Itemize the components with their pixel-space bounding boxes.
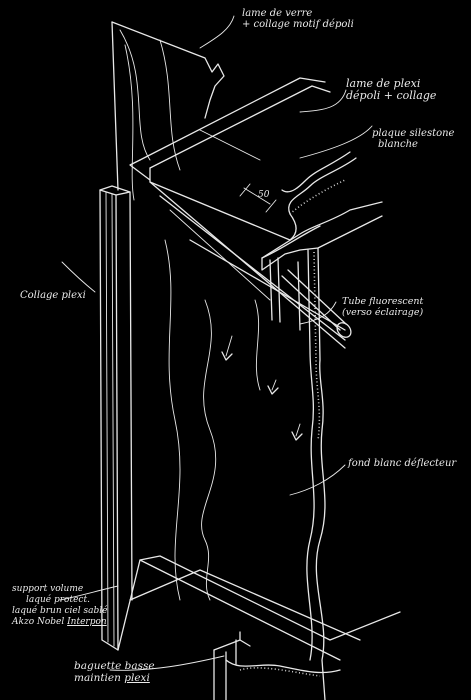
leader-lines — [59, 15, 373, 671]
label-tube-fluorescent: Tube fluorescent (verso éclairage) — [342, 296, 423, 318]
label-lame-de-plexi-line2: dépoli + collage — [346, 89, 437, 102]
label-support-volume-line3: laqué brun ciel sablé — [12, 606, 108, 616]
bottom-base — [117, 555, 401, 700]
label-tube-fluorescent-line2: (verso éclairage) — [342, 307, 424, 318]
label-lame-de-verre-line2: + collage motif dépoli — [242, 19, 354, 30]
label-maintien: maintien — [74, 672, 121, 684]
label-support-volume-line2: laqué protect. — [26, 595, 90, 605]
label-support-volume-line4: Akzo Nobel Interpon — [12, 617, 107, 628]
fluorescent-tube — [281, 269, 352, 338]
label-tube-fluorescent-line1: Tube fluorescent — [342, 296, 424, 307]
back-deflector — [261, 215, 383, 700]
label-lame-de-verre: lame de verre + collage motif dépoli — [242, 8, 354, 30]
label-support-volume: support volume laqué protect. laqué brun… — [12, 584, 107, 628]
label-plaque-silestone-line2: blanche — [378, 139, 418, 150]
top-plates — [129, 77, 383, 259]
front-post — [99, 185, 133, 651]
label-plaque-silestone: plaque silestone blanche — [372, 128, 454, 150]
label-baguette: baguette basse maintien plexi — [74, 660, 155, 684]
label-fond-blanc: fond blanc déflecteur — [348, 458, 457, 469]
glass-panel — [111, 21, 225, 201]
wavy-lines — [164, 239, 261, 601]
dimension-marker — [239, 183, 277, 213]
label-support-volume-line1: support volume — [12, 584, 84, 594]
inner-rails — [149, 181, 346, 349]
label-baguette-line2: maintien plexi — [74, 672, 155, 684]
label-lame-de-verre-line1: lame de verre — [242, 8, 313, 19]
dimension-label: 50 — [258, 190, 270, 200]
label-plexi: plexi — [124, 672, 150, 684]
label-lame-de-plexi-line1: lame de plexi — [346, 77, 421, 90]
label-akzo-nobel: Akzo Nobel — [12, 617, 65, 627]
label-lame-de-plexi: lame de plexi dépoli + collage — [346, 78, 436, 102]
label-interpon: Interpon — [67, 617, 107, 627]
label-plaque-silestone-line1: plaque silestone — [372, 128, 455, 139]
label-collage-plexi: Collage plexi — [20, 290, 86, 301]
label-baguette-line1: baguette basse — [74, 660, 155, 672]
